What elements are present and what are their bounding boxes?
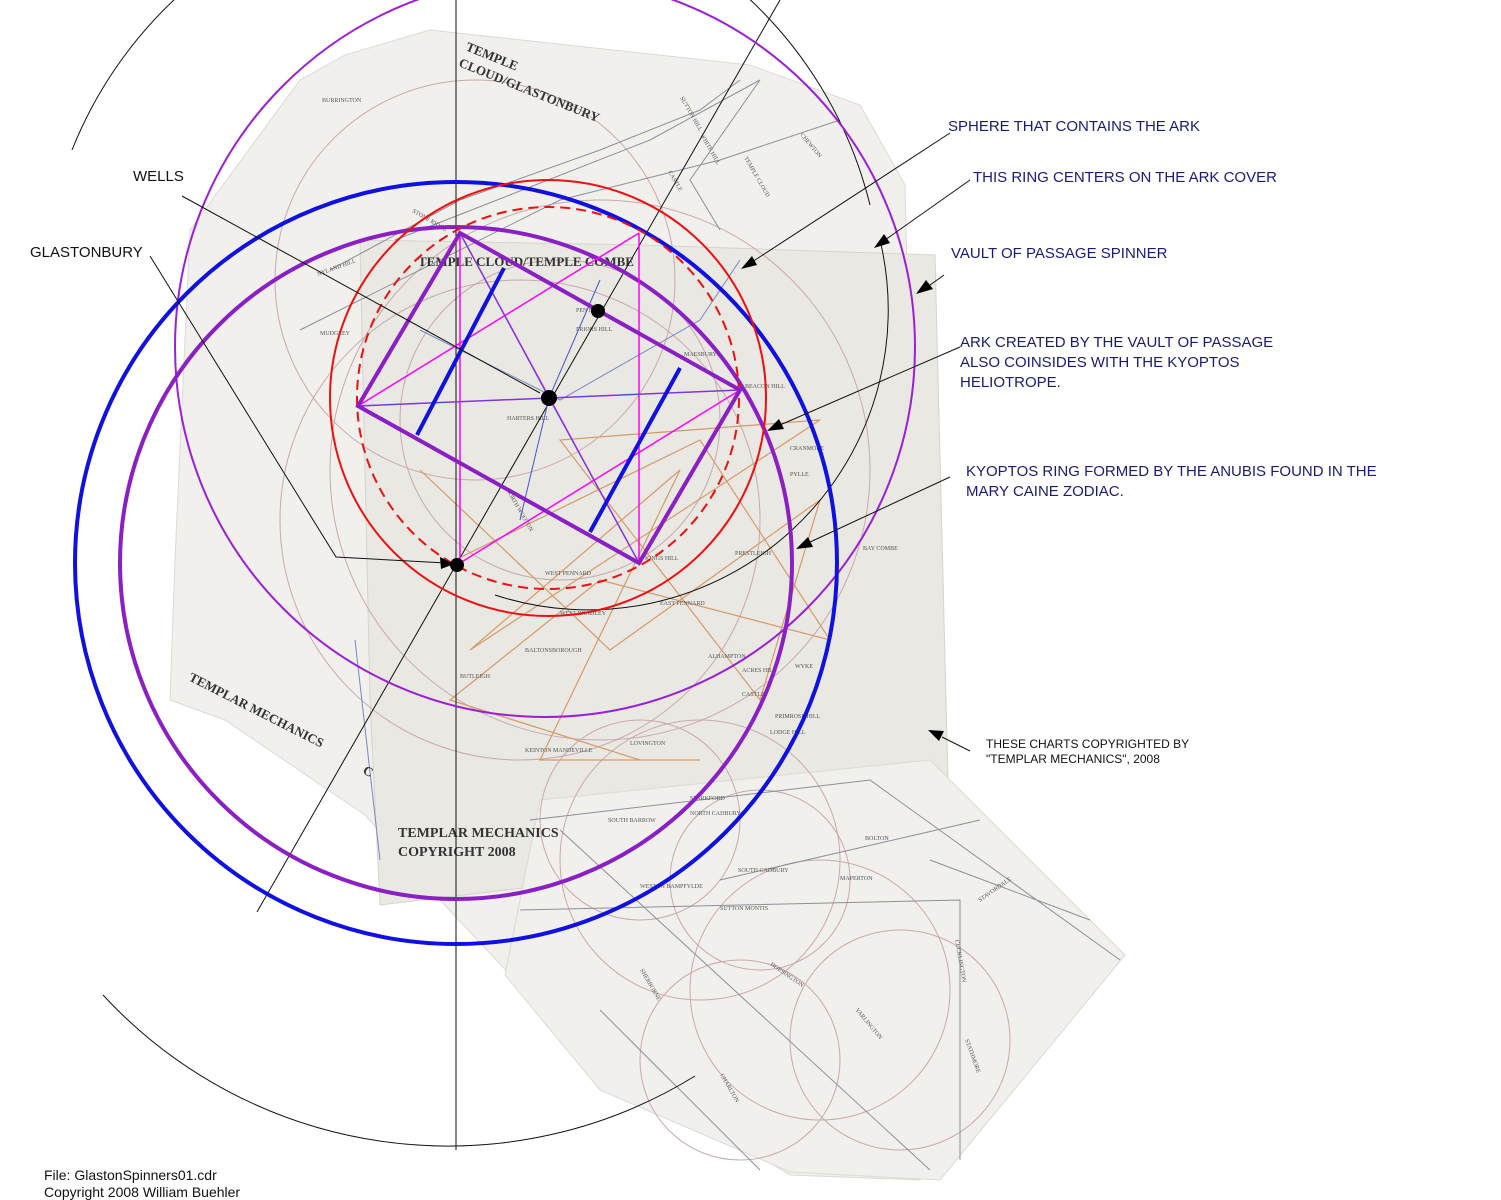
chart-photos: BURRINGTON SUTTON HILL WHITE HILL CHEWTO… [169,29,1126,1181]
label-sphere: SPHERE THAT CONTAINS THE ARK [948,118,1200,135]
blue-ring [73,180,839,946]
label-kyoptos-line2: MARY CAINE ZODIAC. [966,483,1124,500]
diagonal-axis [256,0,781,913]
place-label: PEN HILL [576,308,603,314]
label-ark-line3: HELIOTROPE. [960,374,1061,391]
place-label: PRIORS HILL [576,327,613,333]
place-label: EAST PENNARD [660,601,705,607]
place-label: CRANMORE [790,446,824,452]
place-label: LOVINGTON [630,741,666,747]
place-label: HARTERS HILL [507,416,549,422]
outer-arc-bottom [102,994,696,1147]
place-label: NORTH CADBURY [690,811,741,817]
place-label: PRIMROSE HILL [775,714,821,720]
label-wells: WELLS [133,168,184,185]
place-label: SOUTH CADBURY [738,868,789,874]
place-label: BOLTON [865,836,889,842]
wells-point [541,390,557,406]
file-name-note: File: GlastonSpinners01.cdr [44,1167,217,1183]
chart-title-templar: TEMPLAR MECHANICS [398,826,559,841]
printed-chart-lines [274,79,1121,1171]
place-label: WESTON BAMPFYLDE [640,884,703,890]
vault-of-passage-spinner-ring [174,0,916,718]
ark-geometry [355,230,743,572]
place-label: PYLLE [790,472,809,478]
label-copyright-line2: "TEMPLAR MECHANICS", 2008 [986,752,1160,766]
ark-bar-right [588,367,682,533]
place-label: MAPERTON [840,876,873,882]
kyoptos-ring [118,225,794,901]
place-label: BAY COMBE [863,546,898,552]
place-label: SPARKFORD [690,796,725,802]
place-label: ALHAMPTON [708,654,746,660]
ark-cover-ring [329,179,767,617]
place-label: CASTLE [742,692,765,698]
place-label: SOUTH BARROW [608,818,656,824]
place-label: BURRINGTON [322,98,362,104]
ark-bar-left [415,267,506,436]
leader-lines [149,132,971,752]
place-label: ACRES HILL [742,668,777,674]
place-label: WYKE [795,664,813,670]
place-label: WEST PENNARD [545,571,592,577]
label-ark-line2: ALSO COINSIDES WITH THE KYOPTOS [960,354,1240,371]
label-ring-center: THIS RING CENTERS ON THE ARK COVER [973,169,1277,186]
place-label: MUDGLEY [320,331,351,337]
place-label: MAESBURY [684,352,718,358]
label-vault: VAULT OF PASSAGE SPINNER [951,245,1168,262]
outer-arc-top [71,0,871,206]
glastonbury-point [450,558,464,572]
label-ark-line1: ARK CREATED BY THE VAULT OF PASSAGE [960,334,1273,351]
label-copyright-line1: THESE CHARTS COPYRIGHTED BY [986,737,1189,751]
place-label: BALTONSBOROUGH [525,648,582,654]
ark-cover-point [591,304,605,318]
place-label: SUTTON MONTIS [720,906,768,912]
place-label: PRESTLEIGH [735,551,772,557]
place-label: KEINTON MANDEVILLE [525,748,593,754]
place-label: LODGE HILL [770,730,806,736]
construction-lines [71,0,889,1150]
place-label: BUTLEIGH [460,674,491,680]
place-label: KINGS HILL [645,556,679,562]
chart-title-temple-combe: TEMPLE CLOUD/TEMPLE COMBE [418,254,634,269]
sphere-containing-ark [356,206,740,590]
ark-box [355,230,743,566]
chart-title-copyright: COPYRIGHT 2008 [398,845,516,860]
label-glastonbury: GLASTONBURY [30,244,143,261]
label-kyoptos-line1: KYOPTOS RING FORMED BY THE ANUBIS FOUND … [966,463,1377,480]
file-copyright-note: Copyright 2008 William Buehler [44,1184,240,1200]
